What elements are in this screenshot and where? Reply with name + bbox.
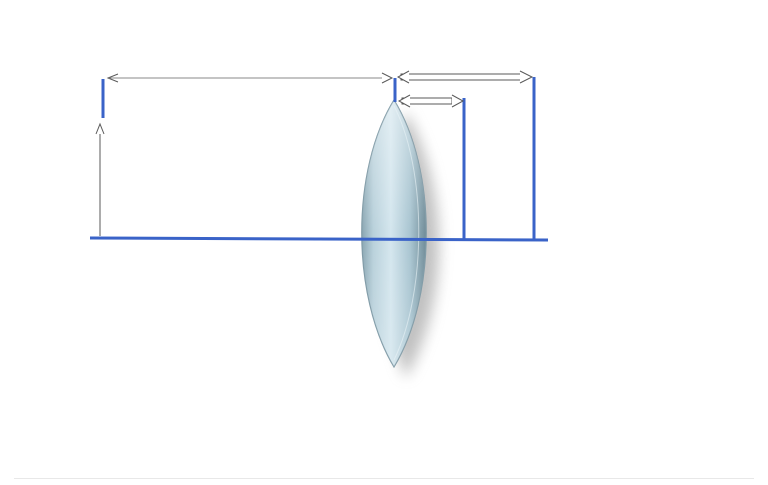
optical-axis	[89, 236, 549, 242]
double-arrow-icon	[397, 94, 465, 108]
double-arrow-icon	[106, 72, 394, 84]
double-arrow-icon	[396, 70, 534, 84]
bottom-divider	[14, 478, 754, 479]
convex-lens-icon	[361, 98, 427, 369]
up-arrow-icon	[95, 122, 105, 236]
